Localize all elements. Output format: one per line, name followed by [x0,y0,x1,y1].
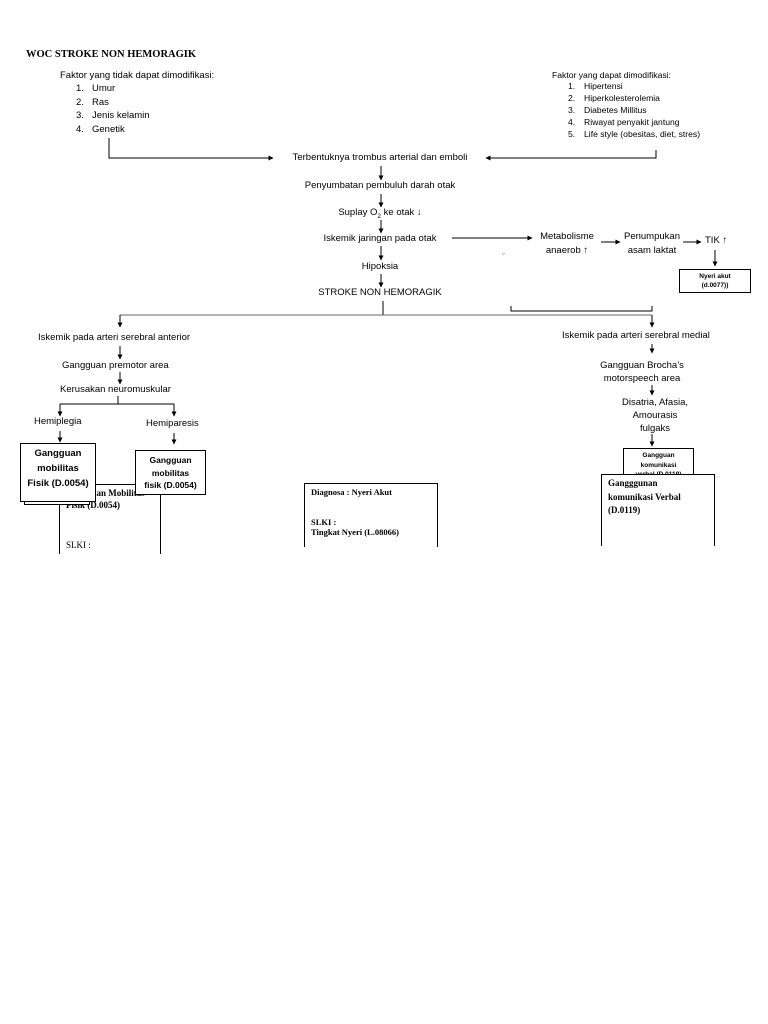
factor-right-item: 1.Hipertensi [568,81,623,92]
factor-right-item: 3.Diabetes Millitus [568,104,647,115]
komunikasi-diagnosis-box: Gangggunan komunikasi Verbal (D.0119) [601,474,715,546]
factors-right-heading: Faktor yang dapat dimodifikasi: [552,70,671,80]
node-stroke: STROKE NON HEMORAGIK [318,287,442,298]
bracket-line [510,306,653,312]
factors-left-heading: Faktor yang tidak dapat dimodifikasi: [60,70,215,81]
factor-right-item: 5.Life style (obesitas, diet, stres) [568,128,701,139]
factor-left-item: 2.Ras [76,96,109,108]
svg-text:ᵕ: ᵕ [502,251,505,258]
node-gangguan-premotor: Gangguan premotor area [62,360,169,371]
factors-modifiable: Faktor yang dapat dimodifikasi: 1.Hipert… [552,70,700,140]
factor-left-item: 1.Umur [76,83,116,95]
node-hemiplegia: Hemiplegia [34,416,82,427]
page-title: WOC STROKE NON HEMORAGIK [26,49,197,60]
node-iskemik-anterior: Iskemik pada arteri serebral anterior [38,332,191,343]
right-factor-connector [485,150,657,161]
node-suplay: Suplay O2 ke otak ↓ [338,207,422,220]
factor-right-item: 2.Hiperkolesterolemia [568,93,660,104]
node-iskemik: Iskemik jaringan pada otak [323,233,437,244]
left-factor-connector [108,138,274,161]
factor-left-item: 3.Jenis kelamin [76,110,150,122]
node-iskemik-medial: Iskemik pada arteri serebral medial [562,330,710,341]
node-penyumbatan: Penyumbatan pembuluh darah otak [304,180,456,191]
node-kerusakan: Kerusakan neuromuskular [60,384,171,395]
gangguan-mobilitas-box-1: Gangguan mobilitas Fisik (D.0054) [20,443,96,502]
node-hipoksia: Hipoksia [361,261,399,272]
nyeri-akut-diagnosis-box: Diagnosa : Nyeri Akut SLKI : Tingkat Nye… [304,483,438,547]
gangguan-mobilitas-box-2: Gangguan mobilitas fisik (D.0054) [135,450,206,495]
node-hemiparesis: Hemiparesis [146,418,199,429]
nyeri-akut-box: Nyeri akut(d.0077)) [679,269,751,293]
factors-unmodifiable: Faktor yang tidak dapat dimodifikasi: 1.… [60,70,214,136]
factor-right-item: 4.Riwayat penyakit jantung [568,116,680,127]
node-trombus: Terbentuknya trombus arterial dan emboli [292,152,468,163]
factor-left-item: 4.Genetik [76,123,125,135]
node-tik: TIK ↑ [705,235,728,246]
